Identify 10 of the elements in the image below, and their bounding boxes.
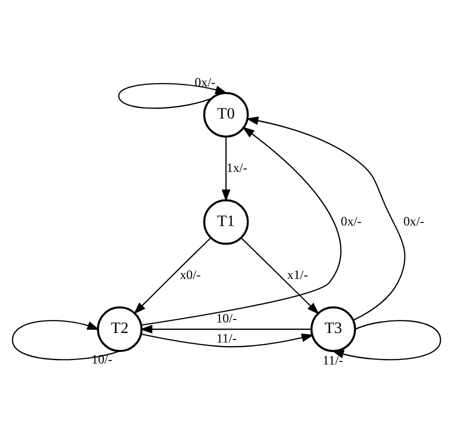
edge-label: 10/- [216, 310, 237, 326]
edge-label: x1/- [287, 266, 308, 282]
edge-label: 10/- [92, 352, 112, 367]
edge-label: 0x/- [340, 213, 362, 228]
edge-label: 0x/- [403, 213, 424, 228]
edge-label: x0/- [180, 266, 201, 282]
edge-label: 11/- [322, 352, 343, 368]
edge-label: 0x/- [194, 74, 216, 90]
edge-label: 1x/- [226, 160, 248, 175]
edge-label: 11/- [216, 330, 237, 346]
